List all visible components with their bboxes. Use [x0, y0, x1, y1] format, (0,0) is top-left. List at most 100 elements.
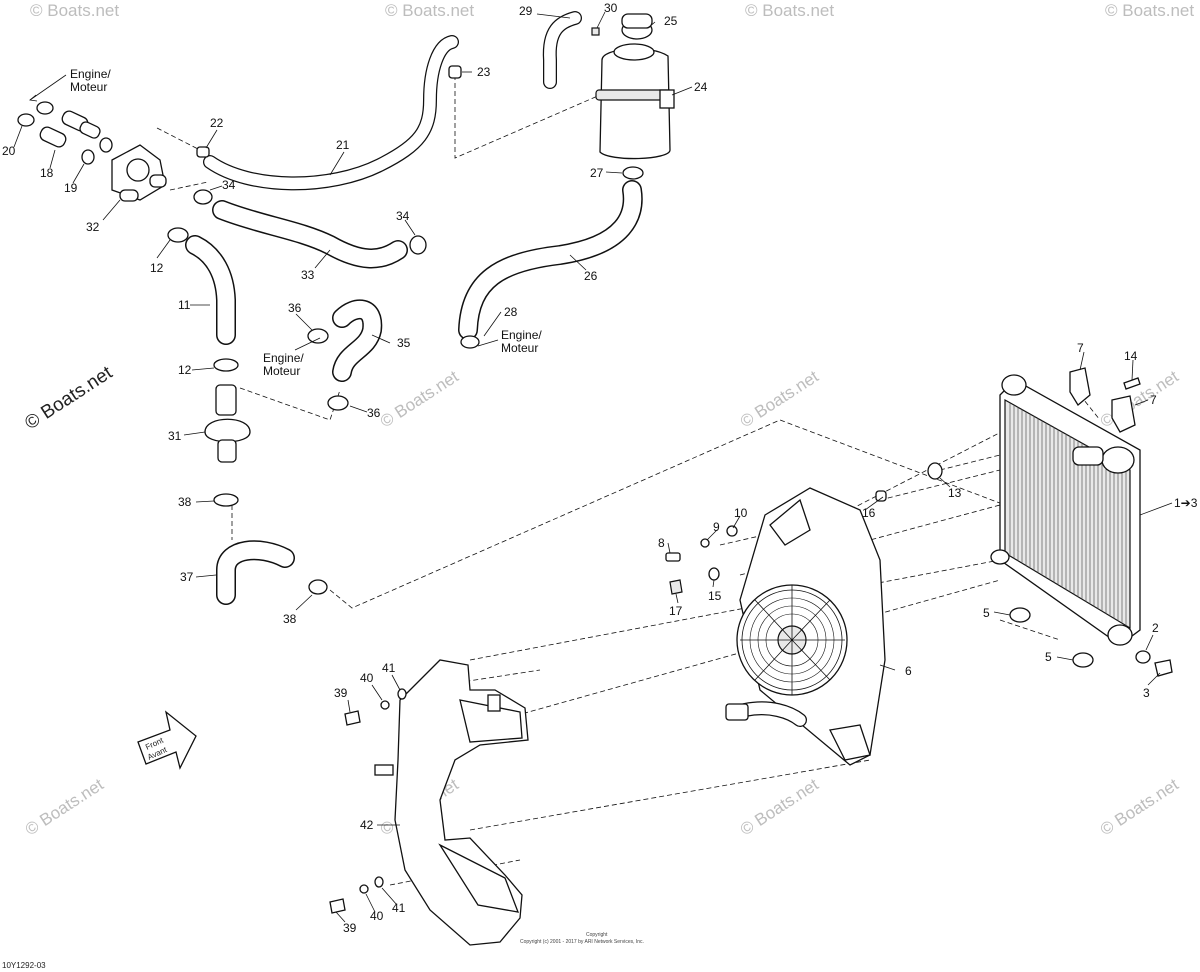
callout-33: 33: [301, 268, 315, 282]
clamp-38b: [308, 579, 328, 595]
bolt-14: [1123, 377, 1141, 390]
engine-labels: Engine/ Moteur Engine/ Moteur Engine/ Mo…: [29, 67, 542, 378]
callout-6: 6: [905, 664, 912, 678]
drawing-code: 10Y1292-03: [2, 961, 46, 970]
callout-22: 22: [210, 116, 224, 130]
callout-5: 5: [983, 606, 990, 620]
clamp-30: [591, 27, 600, 36]
callout-41: 41: [382, 661, 396, 675]
callout-26: 26: [584, 269, 598, 283]
engine-label-line2: Moteur: [263, 364, 300, 378]
engine-label-line1: Engine/: [70, 67, 111, 81]
bracket-7b: [1111, 395, 1136, 433]
washer-15: [708, 567, 720, 581]
callout-9: 9: [713, 520, 720, 534]
nut-17: [669, 579, 683, 595]
thermostat-31: [204, 384, 251, 463]
callout-5: 5: [1045, 650, 1052, 664]
watermark: © Boats.net: [385, 1, 474, 20]
callout-41: 41: [392, 901, 406, 915]
callout-35: 35: [397, 336, 411, 350]
watermark: © Boats.net: [745, 1, 834, 20]
callout-13: 13: [948, 486, 962, 500]
washer-40b: [359, 884, 369, 894]
copyright-text: Copyright (c) 2001 - 2017 by ARI Network…: [520, 939, 644, 945]
bracket-7a: [1069, 367, 1091, 406]
watermark: © Boats.net: [22, 775, 107, 840]
leader-lines: [13, 11, 1173, 923]
fan-connector: [725, 703, 749, 721]
bolt-39a: [344, 710, 361, 726]
callout-11: 11: [178, 298, 191, 312]
watermark: © Boats.net: [1097, 775, 1182, 840]
callout-25: 25: [664, 14, 678, 28]
washer-10: [726, 525, 738, 537]
callout-38: 38: [283, 612, 297, 626]
grommet-5b: [1072, 652, 1094, 668]
callout-2: 2: [1152, 621, 1159, 635]
watermark-dark: © Boats.net: [21, 362, 117, 434]
copyright-title: Copyright: [586, 932, 608, 938]
callout-15: 15: [708, 589, 722, 603]
screw-3: [1154, 659, 1173, 677]
callout-7: 7: [1077, 341, 1084, 355]
clamp-34b: [409, 235, 427, 255]
watermark: © Boats.net: [737, 775, 822, 840]
washer-41b: [374, 876, 384, 888]
callout-29: 29: [519, 4, 533, 18]
spacer-16: [875, 490, 887, 502]
clamp-38a: [213, 493, 239, 507]
callout-19: 19: [64, 181, 78, 195]
reservoir-cap-25: [621, 13, 653, 40]
hose-37: [216, 540, 295, 605]
watermark: © Boats.net: [377, 367, 462, 432]
hose-33: [212, 200, 408, 269]
callout-20: 20: [2, 144, 16, 158]
callout-8: 8: [658, 536, 665, 550]
washer-2: [1135, 650, 1151, 664]
callout-3: 3: [1143, 686, 1150, 700]
callout-21: 21: [336, 138, 350, 152]
hose-35: [332, 299, 383, 382]
clamp-28: [460, 335, 480, 349]
front-arrow-icon: Front Avant: [137, 710, 197, 770]
bolt-8: [665, 552, 681, 562]
callout-labels: 1➔3 2 3 5 5 6 7 7 8 9 10 11 12 12 13 14 …: [2, 1, 1198, 935]
bolt-39b: [329, 898, 346, 914]
callout-18: 18: [40, 166, 54, 180]
clamp-34a: [193, 189, 213, 205]
callout-32: 32: [86, 220, 100, 234]
callout-31: 31: [168, 429, 182, 443]
callout-40: 40: [370, 909, 384, 923]
callout-23: 23: [477, 65, 491, 79]
air-duct-42: [374, 659, 529, 946]
hose-11: [185, 235, 236, 345]
callout-34: 34: [222, 178, 236, 192]
callout-28: 28: [504, 305, 518, 319]
watermark: © Boats.net: [1105, 1, 1194, 20]
callout-10: 10: [734, 506, 748, 520]
clamp-22: [196, 146, 210, 158]
callout-12: 12: [178, 363, 192, 377]
clamp-36a: [307, 328, 329, 344]
callout-24: 24: [694, 80, 708, 94]
callout-34: 34: [396, 209, 410, 223]
coolant-reservoir-24: [595, 43, 675, 160]
watermark: © Boats.net: [737, 367, 822, 432]
clamp-27: [622, 166, 644, 180]
washer-40a: [380, 700, 390, 710]
watermark: © Boats.net: [1097, 367, 1182, 432]
fan-assembly-6: [736, 487, 886, 766]
engine-label-line1: Engine/: [263, 351, 304, 365]
hose-26: [458, 180, 643, 340]
clamp-12b: [213, 358, 239, 372]
grommet-13: [927, 462, 943, 480]
callout-36: 36: [367, 406, 381, 420]
thermostat-housing-group: [17, 101, 167, 202]
engine-label-line2: Moteur: [501, 341, 538, 355]
engine-label-line2: Moteur: [70, 80, 107, 94]
callout-30: 30: [604, 1, 618, 15]
callout-16: 16: [862, 506, 876, 520]
callout-39: 39: [343, 921, 357, 935]
